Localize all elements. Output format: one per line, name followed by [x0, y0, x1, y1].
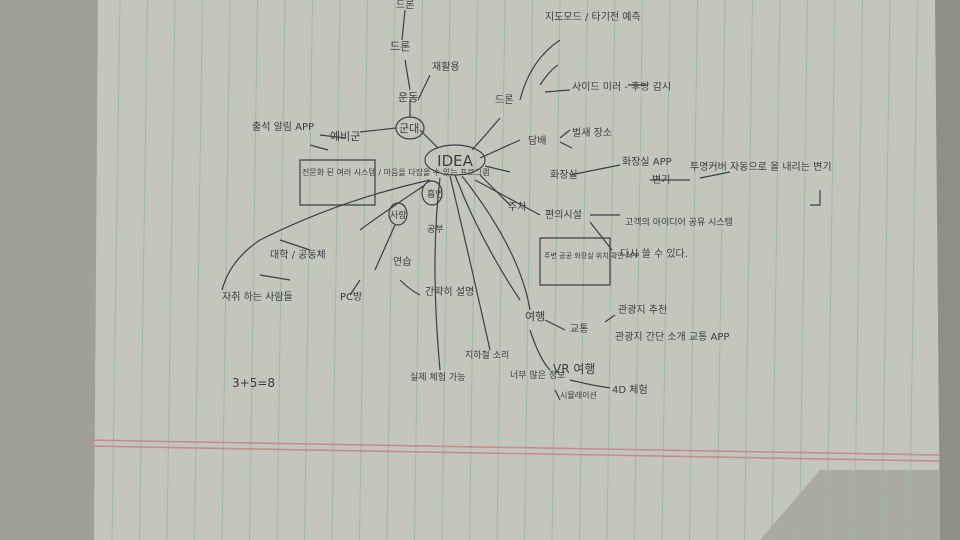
node-game-sub2: 간략히 설명: [425, 286, 474, 298]
left-page: [0, 0, 102, 540]
node-right1-top: 지도모드 / 타기전 예측: [545, 11, 641, 23]
node-right1: 드론: [495, 94, 513, 106]
node-travel-sub1a: 관광지 추천: [618, 304, 667, 316]
ruled-line: [249, 0, 258, 540]
convenience-box: [539, 237, 611, 286]
node-right5-sub2: 다시 쓸 수 있다.: [620, 248, 688, 260]
ruled-line: [579, 0, 588, 540]
node-study-sub: PC방: [340, 291, 362, 303]
left-page-lines: [13, 0, 81, 540]
node-game-sub1: 연습: [393, 256, 411, 268]
node-right2-sub: 벌새 장소: [572, 127, 612, 139]
node-bottom1: 지하철 소리: [465, 350, 509, 361]
node-right3: 화장실: [550, 169, 578, 181]
ruled-line: [854, 0, 863, 540]
node-right1-sub: 사이드 미러 - 후방 감시: [572, 81, 671, 93]
ruled-line: [771, 0, 781, 540]
ruled-line: [826, 0, 836, 540]
ruled-line: [799, 0, 808, 540]
node-travel: 여행: [525, 310, 545, 323]
main-page: [94, 0, 940, 540]
node-army-app: 출석 알림 APP: [252, 121, 314, 133]
ruled-line: [194, 0, 203, 540]
node-right3-sub: 화장실 APP: [622, 156, 672, 168]
ruled-line: [881, 0, 891, 540]
node-army-left: 예비군: [330, 130, 360, 143]
node-travel-sub4: 시뮬레이션: [560, 390, 597, 400]
node-right3-far: 투명커버 자동으로 올 내리는 변기: [690, 161, 832, 173]
node-drone: 드론: [390, 40, 410, 53]
margin-line-2: [84, 445, 941, 462]
node-study: 공부: [427, 224, 444, 235]
ruled-line: [441, 0, 451, 540]
center-node: IDEA: [437, 152, 473, 170]
ruled-line: [166, 0, 176, 540]
ruled-line: [139, 0, 148, 540]
node-right3-sub2: 변기: [652, 174, 670, 186]
ruled-line: [551, 0, 561, 540]
ruled-line: [744, 0, 753, 540]
ruled-line: [111, 0, 121, 540]
page-shadow: [760, 470, 940, 540]
node-travel-sub1: 교통: [570, 323, 588, 335]
ruled-line: [414, 0, 423, 540]
node-drone-top: 드론: [396, 0, 414, 11]
ruled-line: [221, 0, 231, 540]
node-right2: 담배: [528, 135, 546, 147]
node-travel-sub2: VR 여행: [553, 361, 595, 376]
node-right4: 주차: [508, 201, 526, 213]
mindmap-labels: IDEA 드론 드론 재활용 운동 군대 예비군 출석 알림 APP 전문화 된…: [222, 0, 832, 400]
node-drone-sub: 재활용: [432, 60, 460, 73]
node-right5-box: 주변 공공 화장실 위치 확인 APP: [544, 251, 639, 260]
node-bottom3: 실제 체험 가능: [410, 372, 465, 383]
node-left-bottom: 자취 하는 사람들: [222, 290, 293, 303]
node-army-top: 운동: [398, 91, 418, 104]
node-right5: 편의시설: [545, 209, 582, 221]
node-right5-sub: 고객의 아이디어 공유 시스템: [625, 216, 733, 228]
ruled-line: [716, 0, 726, 540]
node-math: 3+5=8: [232, 376, 275, 390]
smoking-box: [299, 159, 376, 206]
ruled-line: [524, 0, 533, 540]
ruled-line: [606, 0, 616, 540]
node-army: 군대: [399, 122, 419, 135]
node-smoking-box: 전문화 된 여러 시스템 / 마음을 다잡을 수 있는 프로그램: [302, 167, 490, 177]
node-friend-sub: 대학 / 공동체: [270, 249, 326, 261]
node-travel-sub3: 4D 체험: [612, 384, 648, 396]
node-bottom2: 너무 많은 정보: [510, 370, 565, 381]
ruled-line: [909, 0, 918, 540]
margin-line-1: [84, 439, 941, 456]
node-person: 사람: [390, 209, 407, 221]
mindmap-strokes: [221, 9, 821, 401]
ruled-line: [359, 0, 368, 540]
ruled-line: [469, 0, 478, 540]
node-travel-sub1b: 관광지 간단 소개 교통 APP: [615, 331, 729, 343]
ruled-line: [386, 0, 396, 540]
node-smoking: 흡연: [427, 188, 444, 200]
